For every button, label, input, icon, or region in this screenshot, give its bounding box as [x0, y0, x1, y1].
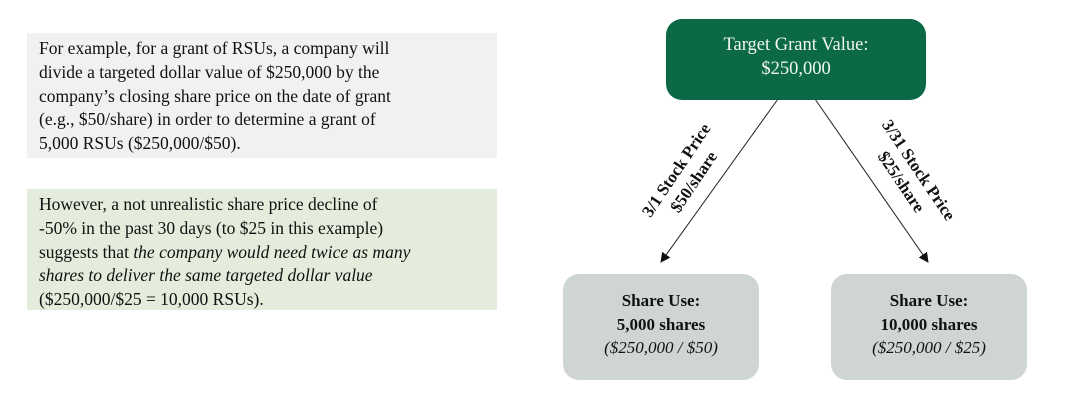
note-emphasis: shares to deliver the same targeted doll…	[39, 265, 373, 286]
note-line: suggests that the company would need twi…	[39, 241, 485, 265]
target-grant-box: Target Grant Value: $250,000	[666, 19, 926, 100]
share-use-left-box: Share Use: 5,000 shares ($250,000 / $50)	[563, 274, 759, 380]
note-line: -50% in the past 30 days (to $25 in this…	[39, 217, 384, 238]
note-line: 5,000 RSUs ($250,000/$50).	[39, 133, 241, 154]
share-calc: ($250,000 / $25)	[872, 338, 986, 357]
note-emphasis: the company would need twice as many	[133, 241, 411, 262]
note-line: For example, for a grant of RSUs, a comp…	[39, 38, 390, 58]
arrow-right	[814, 98, 929, 263]
arrow-left	[660, 98, 779, 263]
share-count: 10,000 shares	[880, 314, 978, 334]
share-use-title: Share Use:	[889, 291, 969, 310]
target-title: Target Grant Value:	[723, 35, 869, 55]
note-line: company’s closing share price on the dat…	[39, 85, 391, 106]
example-note: For example, for a grant of RSUs, a comp…	[27, 33, 497, 158]
however-note: However, a not unrealistic share price d…	[27, 189, 497, 310]
note-text: suggests that	[39, 241, 134, 262]
share-use-right-box: Share Use: 10,000 shares ($250,000 / $25…	[831, 274, 1027, 380]
note-line: ($250,000/$25 = 10,000 RSUs).	[39, 289, 264, 310]
note-line: divide a targeted dollar value of $250,0…	[39, 61, 380, 82]
target-value: $250,000	[761, 59, 831, 79]
note-line: However, a not unrealistic share price d…	[39, 194, 378, 214]
share-calc: ($250,000 / $50)	[604, 338, 718, 357]
share-count: 5,000 shares	[616, 314, 706, 334]
share-use-title: Share Use:	[621, 291, 701, 310]
note-line: (e.g., $50/share) in order to determine …	[39, 109, 376, 130]
